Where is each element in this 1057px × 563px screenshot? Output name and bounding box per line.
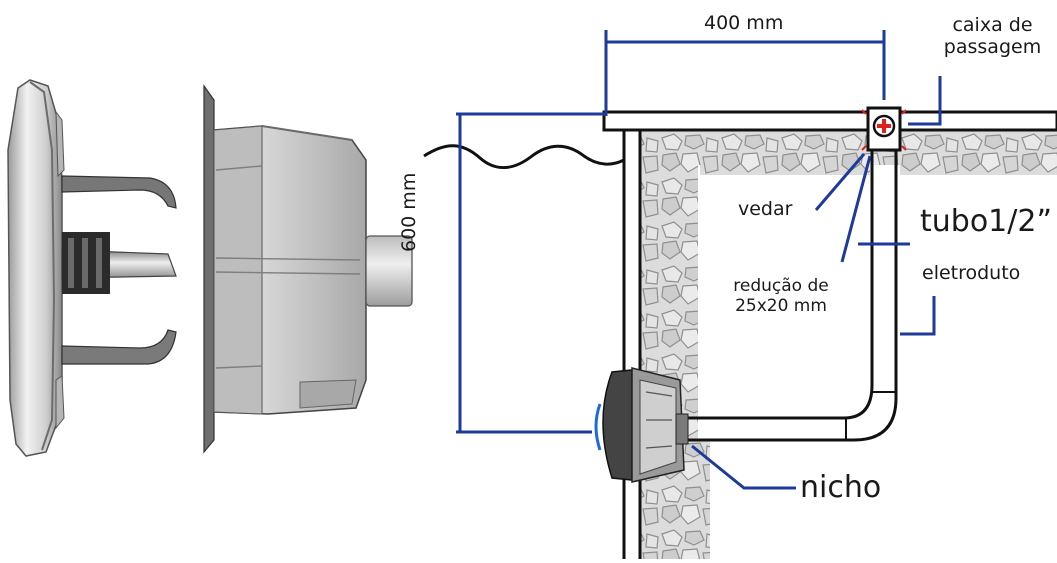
label-reducao-line2: 25x20 mm bbox=[735, 296, 827, 316]
faceplate-side-view bbox=[7, 79, 65, 457]
label-nicho: nicho bbox=[800, 470, 882, 505]
label-reducao: redução de 25x20 mm bbox=[706, 276, 856, 316]
label-reducao-line1: redução de bbox=[733, 276, 829, 296]
label-tubo: tubo1/2” bbox=[920, 204, 1052, 239]
label-caixa-line1: caixa de bbox=[952, 14, 1033, 36]
conduit-pipe bbox=[682, 140, 898, 442]
leader-lines bbox=[691, 76, 942, 490]
electric-cable bbox=[423, 144, 625, 169]
mounting-clips bbox=[61, 175, 177, 365]
deck-slab bbox=[602, 110, 1057, 132]
concrete-rock-fill bbox=[640, 130, 1057, 559]
label-400mm: 400 mm bbox=[704, 12, 784, 34]
label-caixa-de-passagem: caixa de passagem bbox=[930, 14, 1055, 58]
niche-housing-side-view bbox=[203, 84, 413, 454]
dimension-600mm bbox=[456, 112, 606, 434]
dimension-400mm bbox=[604, 30, 886, 116]
label-600mm: 600 mm bbox=[398, 172, 420, 252]
pool-wall bbox=[622, 130, 642, 559]
junction-box bbox=[861, 106, 907, 152]
pool-light-fixture bbox=[594, 367, 689, 483]
label-caixa-line2: passagem bbox=[943, 36, 1042, 58]
label-eletroduto: eletroduto bbox=[922, 262, 1021, 284]
label-vedar: vedar bbox=[738, 198, 793, 220]
